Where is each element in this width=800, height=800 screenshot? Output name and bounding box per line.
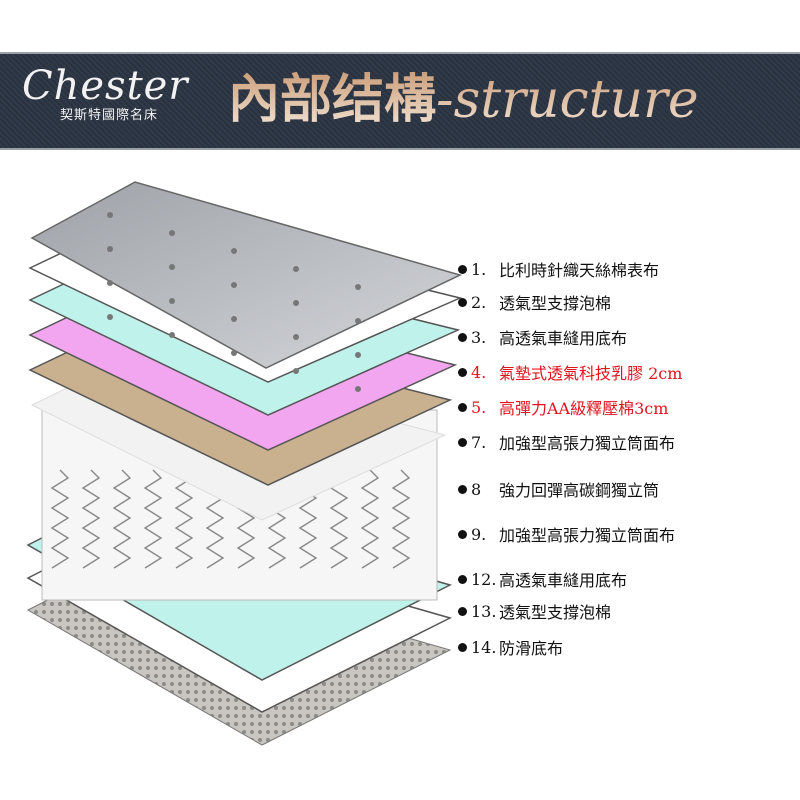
layer-label: 12.高透氣車縫用底布 xyxy=(458,567,627,591)
quilt-tuft xyxy=(231,248,237,254)
layer-number: 1. xyxy=(471,259,487,279)
layer-text: 防滑底布 xyxy=(499,639,564,658)
spring-coil xyxy=(174,469,194,569)
spring-coil xyxy=(391,469,411,569)
layer-text: 高透氣車縫用底布 xyxy=(499,329,628,348)
brand-logo: Chester 契斯特國際名床 xyxy=(22,64,188,123)
quilt-tuft xyxy=(293,334,299,340)
quilt-tuft xyxy=(293,368,299,374)
spring-coil xyxy=(360,469,380,569)
quilt-tuft xyxy=(355,386,361,392)
quilt-tuft xyxy=(293,300,299,306)
layer-label: 7. 加強型高張力獨立筒面布 xyxy=(458,430,675,454)
quilt-tuft xyxy=(107,314,113,320)
quilt-tuft xyxy=(169,332,175,338)
layer-label: 9. 加強型高張力獨立筒面布 xyxy=(458,522,675,546)
quilt-tuft xyxy=(169,230,175,236)
layer-number: 5. xyxy=(471,397,487,417)
quilt-tuft xyxy=(231,316,237,322)
bullet-icon xyxy=(458,264,467,274)
quilt-tuft xyxy=(231,350,237,356)
brand-subtitle: 契斯特國際名床 xyxy=(60,108,159,123)
layer-text: 透氣型支撐泡棉 xyxy=(499,294,612,313)
layer-number: 2. xyxy=(471,292,487,312)
layer-text: 加強型高張力獨立筒面布 xyxy=(499,434,676,453)
spring-coil xyxy=(81,469,101,569)
quilt-tuft xyxy=(107,280,113,286)
quilt-tuft xyxy=(107,212,113,218)
layer-number: 13. xyxy=(471,601,497,621)
layer-label: 3. 高透氣車縫用底布 xyxy=(458,325,627,349)
quilt-tuft xyxy=(355,284,361,290)
quilt-tuft xyxy=(355,352,361,358)
layer-label: 8 強力回彈高碳鋼獨立筒 xyxy=(458,477,659,501)
spring-coil xyxy=(50,469,70,569)
layer-number: 12. xyxy=(471,569,497,589)
quilt-tuft xyxy=(107,246,113,252)
bullet-icon xyxy=(458,437,467,447)
layer-label: 1. 比利時針織天絲棉表布 xyxy=(458,257,659,281)
layer-text: 透氣型支撐泡棉 xyxy=(499,603,612,622)
layer-label: 5. 高彈力AA級釋壓棉3cm xyxy=(458,395,668,419)
header-banner: Chester 契斯特國際名床 內部结構-structure xyxy=(0,52,800,150)
bullet-icon xyxy=(458,606,467,616)
spring-coil xyxy=(112,469,132,569)
layer-number: 7. xyxy=(471,432,487,452)
quilt-tuft xyxy=(169,264,175,270)
quilt-tuft xyxy=(293,266,299,272)
layer-text: 加強型高張力獨立筒面布 xyxy=(499,526,676,545)
layer-label: 14.防滑底布 xyxy=(458,635,563,659)
layer-text: 高彈力AA級釋壓棉3cm xyxy=(499,399,669,418)
bullet-icon xyxy=(458,529,467,539)
bullet-icon xyxy=(458,574,467,584)
layer-number: 8 xyxy=(471,479,482,499)
layer-text: 氣墊式透氣科技乳膠 2cm xyxy=(499,364,683,383)
bullet-icon xyxy=(458,642,467,652)
layer-label: 13.透氣型支撐泡棉 xyxy=(458,599,611,623)
quilt-tuft xyxy=(169,298,175,304)
bullet-icon xyxy=(458,332,467,342)
bullet-icon xyxy=(458,402,467,412)
layer-number: 9. xyxy=(471,524,487,544)
brand-name: Chester xyxy=(22,63,189,109)
spring-coil xyxy=(143,469,163,569)
layer-text: 強力回彈高碳鋼獨立筒 xyxy=(499,481,660,500)
layer-label: 4. 氣墊式透氣科技乳膠 2cm xyxy=(458,360,682,384)
layer-number: 4. xyxy=(471,362,487,382)
layer-text: 高透氣車縫用底布 xyxy=(499,571,628,590)
layer-text: 比利時針織天絲棉表布 xyxy=(499,261,660,280)
bullet-icon xyxy=(458,484,467,494)
quilt-tuft xyxy=(355,318,361,324)
layer-number: 3. xyxy=(471,327,487,347)
layer-label: 2. 透氣型支撐泡棉 xyxy=(458,290,611,314)
bullet-icon xyxy=(458,367,467,377)
bullet-icon xyxy=(458,297,467,307)
quilt-tuft xyxy=(231,282,237,288)
layer-1-quilted-top xyxy=(30,181,463,369)
layer-number: 14. xyxy=(471,637,497,657)
